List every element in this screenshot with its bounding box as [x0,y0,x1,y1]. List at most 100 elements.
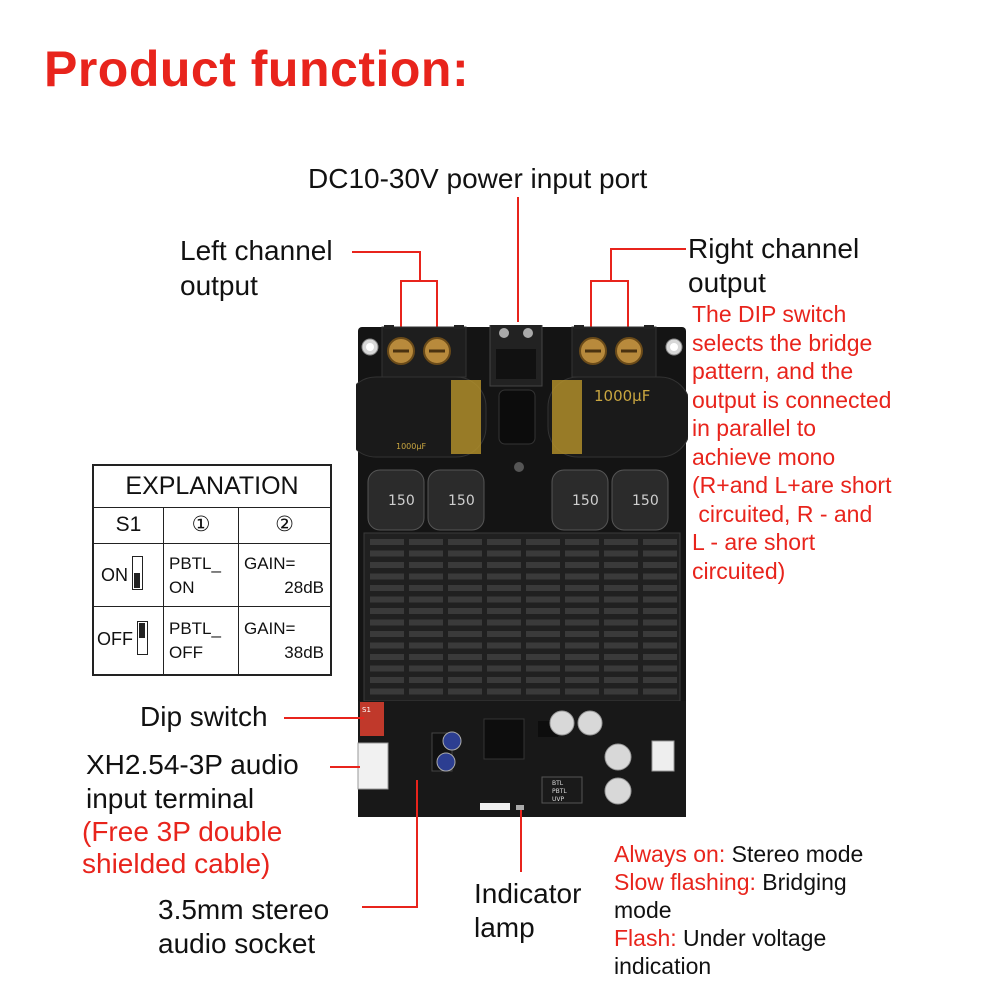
heatsink-fin [487,654,521,660]
heatsink-fin [526,539,560,545]
note-line: circuited) [692,557,786,584]
heatsink-fin [604,539,638,545]
note-line: selects the bridge [692,329,873,356]
heatsink-fin [409,562,443,568]
heatsink-fin [370,688,404,695]
heatsink-fin [604,642,638,649]
mode-key: Flash: [614,925,677,951]
heatsink-fin [565,631,599,637]
heatsink-fin [643,596,677,603]
heatsink-fin [604,550,638,557]
right-channel-label-2: output [688,267,766,298]
right-leader-h [610,248,686,250]
heatsink [363,532,681,702]
heatsink-fin [409,539,443,545]
heatsink-fin [487,596,521,603]
heatsink-fin [448,688,482,695]
dip-switch-label: Dip switch [140,701,268,732]
heatsink-fin [526,573,560,580]
mode-slow-flashing: Slow flashing: Bridging [614,868,994,896]
heatsink-fin [409,654,443,660]
right-channel-label-1: Right channel [688,233,860,264]
left-channel-label-1: Left channel [180,235,333,266]
switch-off-label: OFF [97,629,133,649]
left-output-terminal [381,325,467,378]
heatsink-fin [565,562,599,568]
dip-switch-component [360,702,384,736]
heatsink-fin [526,665,560,672]
heatsink-fin [565,585,599,591]
heatsink-fin [643,688,677,695]
heatsink-fin [643,631,677,637]
heatsink-fin [526,619,560,626]
power-leader-line [517,197,519,322]
heatsink-fin [526,677,560,683]
note-line: L - are short [692,529,816,555]
heatsink-fin [370,596,404,603]
heatsink-fin [370,619,404,626]
svg-text:UVP: UVP [552,796,564,803]
heatsink-fin [526,608,560,614]
row1-col2: GAIN= 28dB [239,544,330,606]
indicator-modes: Always on: Stereo mode Slow flashing: Br… [614,840,994,980]
table-row: OFF PBTL_ OFF GAIN= 38dB [94,607,330,674]
heatsink-fin [604,677,638,683]
left-leader-v [419,251,421,281]
mode-always-on: Always on: Stereo mode [614,840,994,868]
col-1: ① [164,508,239,543]
heatsink-fin [487,585,521,591]
heatsink-fin [643,539,677,545]
heatsink-fin [526,642,560,649]
heatsink-fin [370,677,404,683]
note-line: The DIP switch [692,301,847,327]
svg-text:S1: S1 [362,706,371,714]
heatsink-fin [604,619,638,626]
heatsink-fin [370,608,404,614]
note-line: output is connected [692,386,892,413]
socket-leader-h [362,906,418,908]
heatsink-fin [565,539,599,545]
mode-flash: Flash: Under voltage [614,924,994,952]
heatsink-fin [409,608,443,614]
svg-text:150: 150 [632,493,659,509]
svg-text:PBTL: PBTL [552,788,567,795]
heatsink-fin [370,642,404,649]
row2-col2: GAIN= 38dB [239,607,330,674]
heatsink-fin [409,677,443,683]
table-row: ON PBTL_ ON GAIN= 28dB [94,544,330,607]
heatsink-fin [409,642,443,649]
heatsink-fin [409,550,443,557]
right-output-terminal [571,325,657,378]
heatsink-fin [409,573,443,580]
heatsink-fin [409,665,443,672]
cell-text: PBTL_ [169,619,221,638]
heatsink-fin [448,619,482,626]
heatsink-fin [526,585,560,591]
heatsink-fin [370,562,404,568]
cell-text: OFF [169,643,203,662]
amp-chip [483,718,525,760]
right-leader-fork [590,280,628,282]
note-line: pattern, and the [692,358,854,384]
electrolytic-cap [604,777,632,805]
heatsink-fin [487,642,521,649]
left-leader-h [352,251,420,253]
left-leader-fork [400,280,437,282]
heatsink-fin [604,654,638,660]
electrolytic-cap [604,743,632,771]
electrolytic-cap [549,710,575,736]
heatsink-fin [643,665,677,672]
heatsink-fin [604,665,638,672]
mounting-hole-center [366,343,374,351]
heatsink-fin [604,585,638,591]
heatsink-fin [448,562,482,568]
heatsink-fin [526,688,560,695]
left-capacitor: 1000μF [356,376,487,458]
heatsink-fin [643,619,677,626]
heatsink-fin [448,550,482,557]
heatsink-fin [487,665,521,672]
row1-col1: PBTL_ ON [164,544,239,606]
switch-off-cell: OFF [94,607,164,674]
electrolytic-cap [577,710,603,736]
svg-text:BTL: BTL [552,780,564,787]
